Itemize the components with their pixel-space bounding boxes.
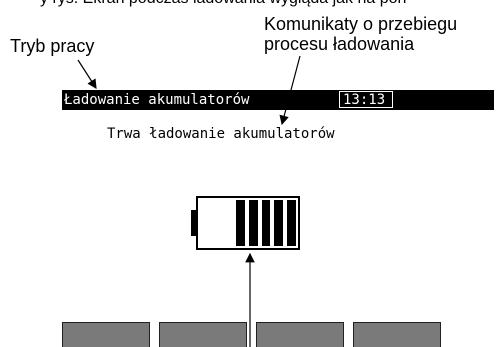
battery-terminal <box>191 210 196 236</box>
mode-title: Ładowanie akumulatorów <box>64 92 250 108</box>
message-callout-label-line2: procesu ładowania <box>264 34 415 54</box>
battery-icon <box>196 196 300 250</box>
softkey-3[interactable] <box>256 322 344 347</box>
message-callout-label-line1: Komunikaty o przebiegu <box>264 14 458 34</box>
title-bar: Ładowanie akumulatorów 13:13 <box>62 90 494 110</box>
battery-cell <box>248 200 258 246</box>
battery-cell <box>261 200 271 246</box>
mode-callout-label: Tryb pracy <box>10 36 95 56</box>
mode-arrow <box>77 59 97 90</box>
clock-box: 13:13 <box>339 91 393 108</box>
battery-charge-level <box>236 200 296 246</box>
device-screen: Ładowanie akumulatorów 13:13 Trwa ładowa… <box>62 90 494 347</box>
battery-cell <box>236 200 245 246</box>
battery-cell <box>274 200 284 246</box>
clock: 13:13 <box>343 92 386 108</box>
battery-cell <box>287 200 296 246</box>
softkey-4[interactable] <box>353 322 441 347</box>
softkey-1[interactable] <box>62 322 150 347</box>
softkey-2[interactable] <box>159 322 247 347</box>
caption-fragment: y rys. Ekran podczas ładowania wygląda j… <box>40 0 406 8</box>
status-message: Trwa ładowanie akumulatorów <box>107 126 335 142</box>
